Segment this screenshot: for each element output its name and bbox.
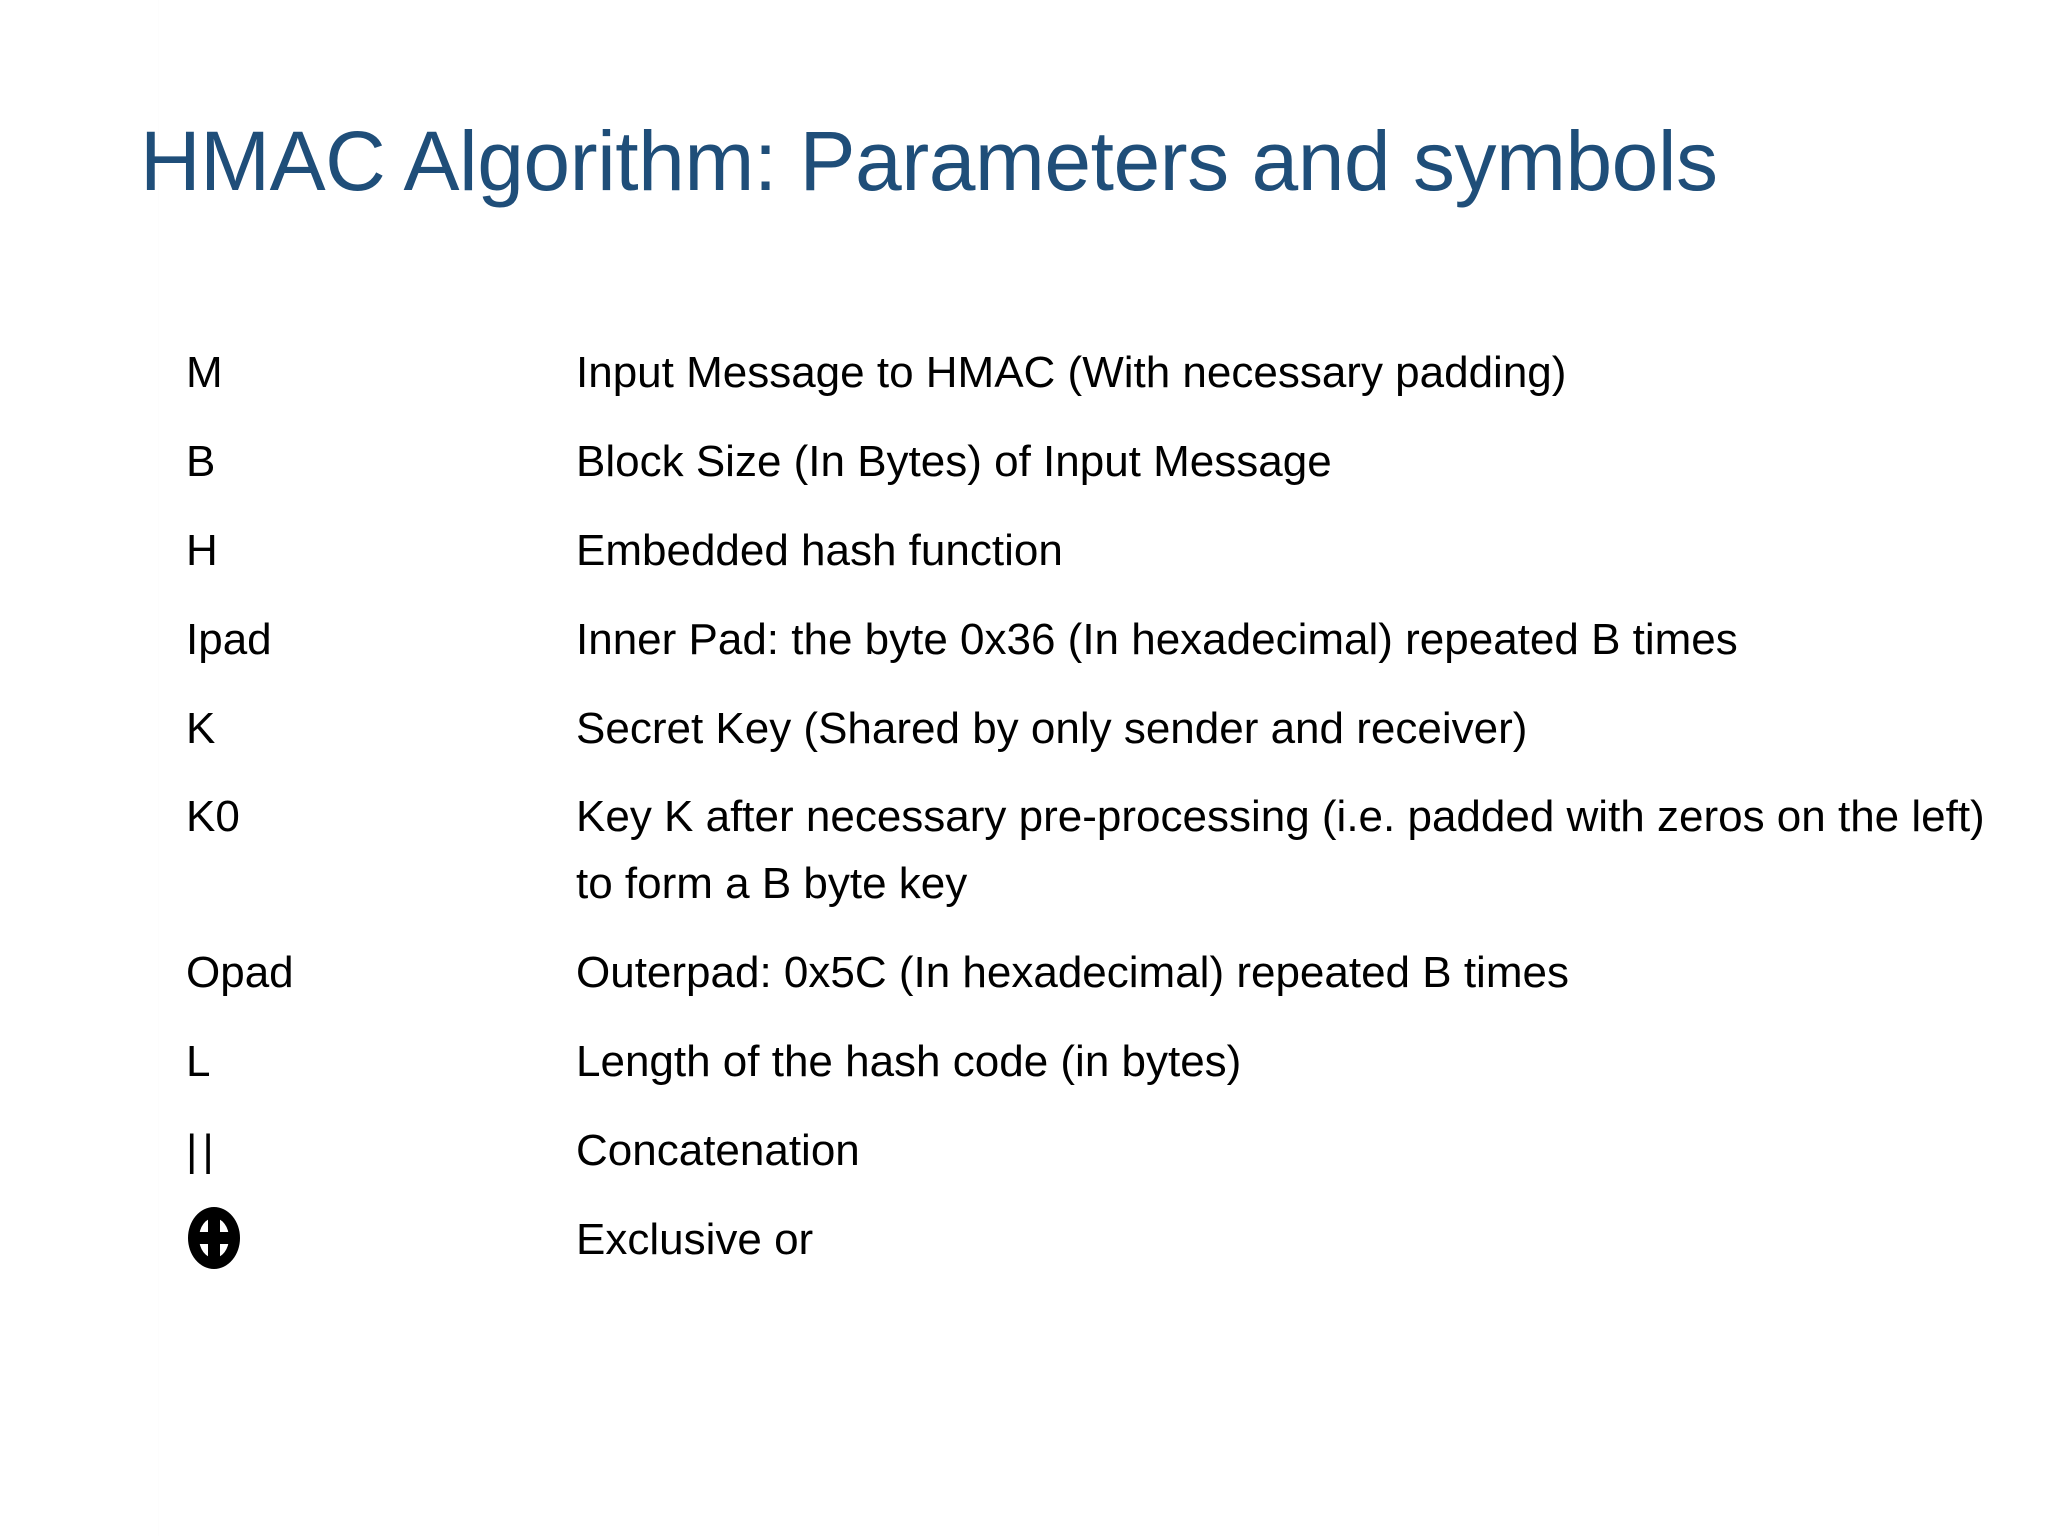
param-symbol: H xyxy=(186,525,218,575)
page-title: HMAC Algorithm: Parameters and symbols xyxy=(140,114,1718,208)
param-symbol: M xyxy=(186,348,223,397)
param-description: Key K after necessary pre-processing (i.… xyxy=(576,792,1985,909)
param-symbol: L xyxy=(186,1037,211,1086)
list-item: K0 Key K after necessary pre-processing … xyxy=(186,784,2016,918)
param-symbol: || xyxy=(186,1125,219,1175)
param-symbol: B xyxy=(186,436,216,486)
list-item: B Block Size (In Bytes) of Input Message xyxy=(186,429,2016,496)
circled-plus-xor-icon xyxy=(188,1206,240,1269)
param-description: Length of the hash code (in bytes) xyxy=(576,1037,1242,1086)
param-description: Inner Pad: the byte 0x36 (In hexadecimal… xyxy=(576,614,1738,664)
param-description: Concatenation xyxy=(576,1125,860,1175)
param-symbol: Ipad xyxy=(186,614,272,664)
param-symbol: K0 xyxy=(186,792,240,842)
list-item: Exclusive or xyxy=(186,1206,2016,1277)
param-description: Input Message to HMAC (With necessary pa… xyxy=(576,348,1567,397)
parameters-symbols-list: M Input Message to HMAC (With necessary … xyxy=(186,340,2016,1299)
list-item: Ipad Inner Pad: the byte 0x36 (In hexade… xyxy=(186,607,2016,674)
param-symbol-xor xyxy=(186,1206,576,1277)
content-area-edge xyxy=(158,0,159,1536)
list-item: K Secret Key (Shared by only sender and … xyxy=(186,696,2016,763)
list-item: || Concatenation xyxy=(186,1118,2016,1185)
param-description: Block Size (In Bytes) of Input Message xyxy=(576,436,1332,486)
list-item: H Embedded hash function xyxy=(186,518,2016,585)
param-symbol: Opad xyxy=(186,948,294,998)
param-description: Embedded hash function xyxy=(576,525,1063,575)
param-description: Exclusive or xyxy=(576,1214,814,1264)
list-item: Opad Outerpad: 0x5C (In hexadecimal) rep… xyxy=(186,940,2016,1007)
list-item: L Length of the hash code (in bytes) xyxy=(186,1029,2016,1096)
list-item: M Input Message to HMAC (With necessary … xyxy=(186,340,2016,407)
param-description: Secret Key (Shared by only sender and re… xyxy=(576,703,1528,753)
param-symbol: K xyxy=(186,703,216,753)
param-description: Outerpad: 0x5C (In hexadecimal) repeated… xyxy=(576,948,1569,998)
